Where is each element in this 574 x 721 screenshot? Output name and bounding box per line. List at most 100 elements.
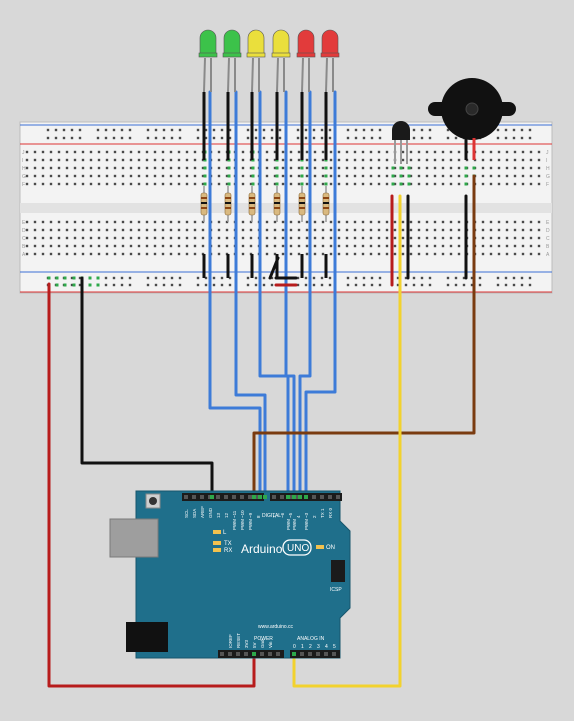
wire-blue-led2 [234,90,267,499]
breadboard-hole [497,220,501,224]
header-pin [260,652,264,656]
led-body [199,29,217,57]
rail-hole [170,136,174,140]
rail-hole [378,136,382,140]
breadboard-hole [353,252,357,256]
breadboard-hole [113,166,117,170]
breadboard-hole [273,252,277,256]
digital-pin-label: 4 [296,515,301,518]
breadboard-hole [25,182,29,186]
power-label: POWER [254,636,273,642]
breadboard-hole [129,244,133,248]
breadboard-hole [497,252,501,256]
wire-blue-led1 [208,90,262,499]
breadboard-hole [265,252,269,256]
rail-hole [520,283,524,287]
header-pin [248,495,252,499]
breadboard-hole [361,236,365,240]
breadboard-hole [177,182,181,186]
breadboard-hole [265,150,269,154]
rail-hole [428,276,432,280]
breadboard-hole [289,150,293,154]
breadboard-hole [361,158,365,162]
rail-hole [354,136,358,140]
rail-hole [162,276,166,280]
breadboard-hole [449,244,453,248]
breadboard-hole [201,166,205,170]
rail-hole [278,136,282,140]
breadboard-hole [113,174,117,178]
rail-hole [378,128,382,132]
breadboard-hole [305,228,309,232]
rail-hole [462,283,466,287]
breadboard-hole [417,158,421,162]
breadboard-hole [161,220,165,224]
breadboard-hole [353,220,357,224]
breadboard-hole [433,158,437,162]
breadboard-hole [145,228,149,232]
analog-in-label: ANALOG IN [297,636,325,642]
digital-pin-label: AREF [200,506,205,518]
led-leg [203,57,206,93]
breadboard-hole [137,228,141,232]
rail-hole [78,276,82,280]
breadboard-hole [225,182,229,186]
connected-pin [286,495,290,499]
active-rail-hole [47,276,51,280]
header-pin [316,652,320,656]
rx-label: RX [224,548,232,554]
breadboard-hole [393,228,397,232]
rail-hole [146,136,150,140]
active-hole [324,166,328,170]
breadboard-hole [353,174,357,178]
wire-brown-buzzer [252,174,476,499]
arduino-model-label: UNO [287,543,309,554]
row-letter-right: D [546,228,550,234]
breadboard-hole [113,228,117,232]
rail-hole [278,128,282,132]
breadboard-hole [49,158,53,162]
breadboard-hole [521,228,525,232]
breadboard-hole [425,220,429,224]
breadboard-hole [217,182,221,186]
rail-hole [96,128,100,132]
breadboard-hole [425,166,429,170]
rail-hole [228,283,232,287]
rail-hole [346,128,350,132]
breadboard-hole [369,174,373,178]
breadboard-hole [393,252,397,256]
breadboard-hole [289,252,293,256]
resistor-band [249,202,255,204]
breadboard-hole [265,228,269,232]
breadboard-hole [161,236,165,240]
digital-pin-label: TX 1 [320,508,325,518]
breadboard-hole [153,228,157,232]
reset-button-cap[interactable] [149,497,157,505]
breadboard-hole [521,174,525,178]
rail-hole [528,136,532,140]
breadboard-hole [297,150,301,154]
breadboard-hole [241,174,245,178]
led-green [222,29,242,278]
breadboard-hole [529,166,533,170]
analog-header [290,650,340,658]
breadboard-hole [513,236,517,240]
analog-pin-label: 2 [309,644,312,650]
breadboard-hole [105,220,109,224]
rail-hole [496,283,500,287]
breadboard-hole [193,244,197,248]
breadboard-hole [321,244,325,248]
breadboard-hole [121,236,125,240]
breadboard-hole [441,220,445,224]
rail-hole [354,283,358,287]
resistor-band [299,207,305,209]
active-hole [251,166,255,170]
rail-hole [528,128,532,132]
breadboard-hole [65,228,69,232]
rail-hole [520,276,524,280]
header-pin [324,652,328,656]
pwm-label: PWM [248,519,253,530]
breadboard-hole [377,158,381,162]
breadboard-hole [417,228,421,232]
rail-hole [262,283,266,287]
